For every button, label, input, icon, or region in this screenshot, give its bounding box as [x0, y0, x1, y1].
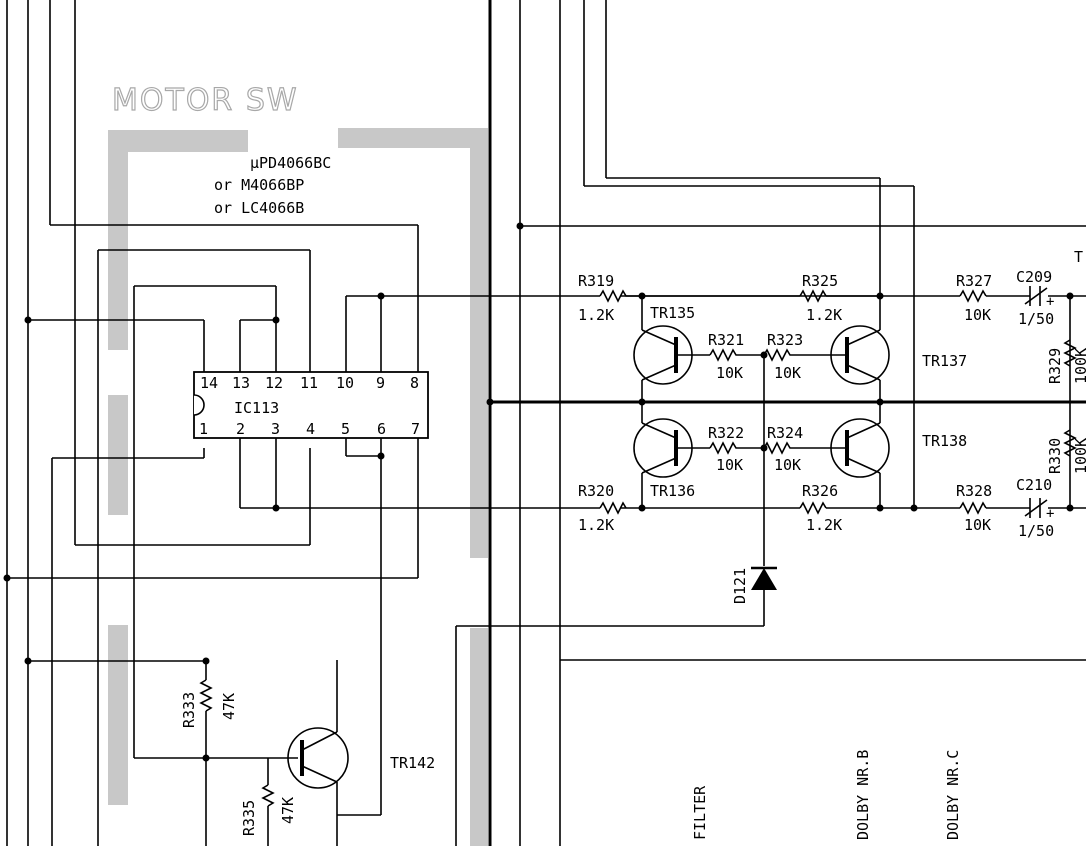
pin-9: 9 — [376, 374, 385, 392]
r321-value: 10K — [716, 364, 743, 382]
r322-ref: R322 — [708, 424, 744, 442]
r335-value: 47K — [279, 797, 297, 824]
section-label: MOTOR SW — [112, 83, 299, 118]
r333-value: 47K — [220, 693, 238, 720]
left-rails — [6, 0, 419, 846]
c210-ref: C210 — [1016, 476, 1052, 494]
r323-value: 10K — [774, 364, 801, 382]
d121-diode: D121 — [456, 355, 777, 627]
svg-text:+: + — [1046, 294, 1054, 310]
tr138-label: TR138 — [922, 432, 967, 450]
r333-ref: R333 — [180, 692, 198, 728]
pin-14: 14 — [200, 374, 218, 392]
tr137-transistor: TR137 — [815, 296, 967, 402]
r335-ref: R335 — [240, 800, 258, 836]
c209-capacitor: + — [1024, 286, 1054, 310]
upper-channel: R319 1.2K R325 1.2K R327 10K C209 1/50 T… — [516, 222, 1086, 402]
pin-11: 11 — [300, 374, 318, 392]
r327-ref: R327 — [956, 272, 992, 290]
pin-2: 2 — [236, 420, 245, 438]
r324-value: 10K — [774, 456, 801, 474]
ic-part-1: μPD4066BC — [250, 154, 331, 172]
r328-ref: R328 — [956, 482, 992, 500]
svg-text:+: + — [1046, 506, 1054, 522]
r325-ref: R325 — [802, 272, 838, 290]
c209-ref: C209 — [1016, 268, 1052, 286]
tr136-transistor: TR136 — [633, 402, 710, 508]
r327-value: 10K — [964, 306, 991, 324]
r320-ref: R320 — [578, 482, 614, 500]
shaded-outline — [108, 128, 488, 846]
pin-13: 13 — [232, 374, 250, 392]
tr142-section: R333 47K R335 47K TR142 — [24, 657, 435, 846]
dolby-b-label: DOLBY NR.B — [854, 750, 872, 840]
r325-value: 1.2K — [806, 306, 842, 324]
r330-ref: R330 — [1046, 438, 1064, 474]
ic-part-2: or M4066BP — [214, 176, 304, 194]
tr142-label: TR142 — [390, 754, 435, 772]
tr136-label: TR136 — [650, 482, 695, 500]
pin-5: 5 — [341, 420, 350, 438]
pin-1: 1 — [199, 420, 208, 438]
pin-10: 10 — [336, 374, 354, 392]
pin-12: 12 — [265, 374, 283, 392]
r319-value: 1.2K — [578, 306, 614, 324]
ic-part-3: or LC4066B — [214, 199, 304, 217]
dolby-c-label: DOLBY NR.C — [944, 750, 962, 840]
ic-designator: IC113 — [234, 399, 279, 417]
r329-value: 100K — [1072, 348, 1086, 384]
edge-label: T — [1074, 248, 1083, 266]
r324-ref: R324 — [767, 424, 803, 442]
pin-4: 4 — [306, 420, 315, 438]
ic113: IC113 μPD4066BC or M4066BP or LC4066B 14… — [193, 154, 429, 439]
r323-ref: R323 — [767, 331, 803, 349]
tr135-transistor: TR135 — [633, 296, 710, 402]
r328-value: 10K — [964, 516, 991, 534]
r320-value: 1.2K — [578, 516, 614, 534]
tr137-label: TR137 — [922, 352, 967, 370]
c210-value: 1/50 — [1018, 522, 1054, 540]
r321-ref: R321 — [708, 331, 744, 349]
c210-capacitor: + — [1024, 498, 1054, 522]
r330-value: 100K — [1072, 438, 1086, 474]
r326-value: 1.2K — [806, 516, 842, 534]
pin-8: 8 — [410, 374, 419, 392]
ic-wiring — [3, 285, 490, 815]
r319-ref: R319 — [578, 272, 614, 290]
pin-6: 6 — [377, 420, 386, 438]
d121-label: D121 — [731, 568, 749, 604]
pin-7: 7 — [411, 420, 420, 438]
r326-ref: R326 — [802, 482, 838, 500]
tr138-transistor: TR138 — [815, 402, 967, 508]
tr135-label: TR135 — [650, 304, 695, 322]
lower-channel: R320 1.2K R326 1.2K R328 10K C210 1/50 +… — [486, 398, 1086, 540]
filter-label: FILTER — [691, 785, 709, 840]
r329-ref: R329 — [1046, 348, 1064, 384]
pin-3: 3 — [271, 420, 280, 438]
r322-value: 10K — [716, 456, 743, 474]
c209-value: 1/50 — [1018, 310, 1054, 328]
